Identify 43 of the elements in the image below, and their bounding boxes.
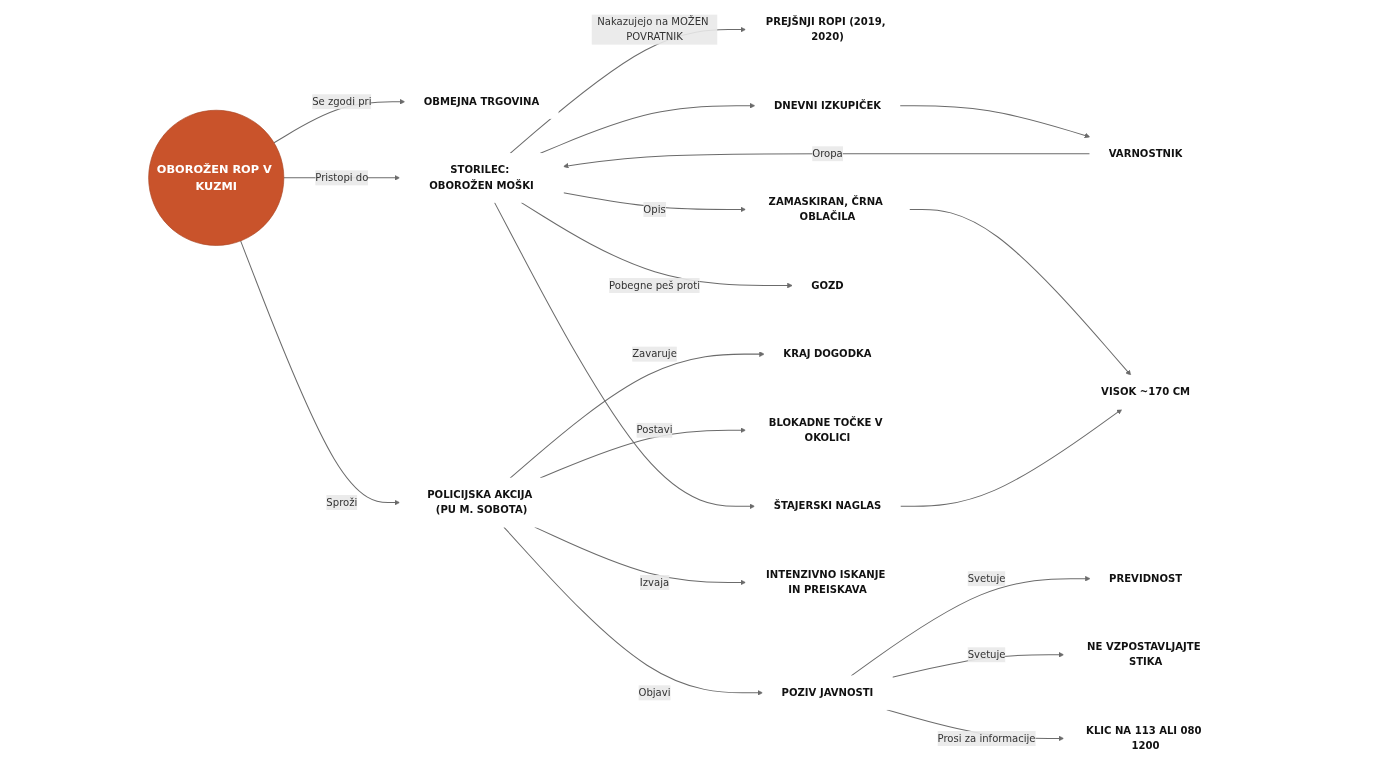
arrow: [562, 192, 746, 213]
edge-label: Objavi: [638, 686, 671, 699]
node-text: KRAJ DOGODKA: [783, 347, 872, 360]
edge-label: Opis: [643, 203, 666, 216]
arrow: [240, 240, 401, 506]
node-text: STORILEC: OBOROŽEN MOŠKI: [429, 164, 534, 192]
node-text: GOZD: [811, 279, 844, 292]
edge-label: Svetuje: [967, 648, 1006, 661]
arrow: [509, 351, 765, 479]
arrow: [563, 153, 1091, 169]
arrow: [908, 208, 1132, 376]
edge-label: Svetuje: [967, 572, 1006, 585]
edge-label: Zavaruje: [632, 347, 677, 360]
node-text: BLOKADNE TOČKE V OKOLICI: [768, 416, 883, 444]
node-text: DNEVNI IZKUPIČEK: [773, 99, 882, 112]
node-text: ZAMASKIRAN, ČRNA OBLAČILA: [768, 195, 883, 223]
node-text: VISOK ~170 CM: [1101, 385, 1191, 398]
arrow: [899, 408, 1123, 507]
node-text: PREJŠNJI ROPI (2019, 2020): [765, 15, 886, 43]
edge-label: Sproži: [326, 496, 358, 509]
node-text: OBMEJNA TRGOVINA: [423, 95, 540, 108]
arrow: [493, 201, 755, 510]
arrow: [899, 105, 1091, 139]
node-text: INTENZIVNO ISKANJE IN PREISKAVA: [766, 568, 886, 596]
edge-label: Pristopi do: [315, 171, 369, 184]
node-text: NE VZPOSTAVLJAJTE STIKA: [1087, 640, 1201, 668]
edge-label: Nakazujejo na MOŽEN POVRATNIK: [597, 15, 709, 43]
edge-label: Se zgodi pri: [312, 95, 372, 108]
arrow: [503, 526, 763, 696]
edge-label: Oropa: [812, 147, 843, 160]
node-text: KLIC NA 113 ALI 080 1200: [1086, 724, 1202, 752]
node-text: VARNOSTNIK: [1108, 147, 1183, 160]
edge-label: Postavi: [636, 423, 673, 436]
node-circle: OBOROŽEN ROP V KUZMI: [148, 109, 285, 246]
edge-label: Pobegne peš proti: [609, 279, 700, 292]
node-text: PREVIDNOST: [1109, 572, 1183, 585]
arrow: [539, 102, 756, 154]
node-text: POLICIJSKA AKCIJA (PU M. SOBOTA): [427, 488, 533, 516]
edge-label: Izvaja: [639, 576, 670, 589]
node-text: ŠTAJERSKI NAGLAS: [773, 500, 882, 512]
edge-label: Prosi za informacije: [937, 732, 1036, 745]
arrow: [520, 201, 793, 289]
node-text: POZIV JAVNOSTI: [781, 686, 874, 699]
